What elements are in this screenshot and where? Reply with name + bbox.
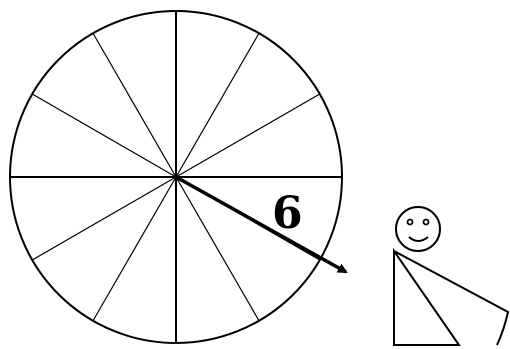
pointer-label: 6: [272, 188, 303, 239]
wheel-spoke: [176, 94, 320, 177]
wheel-spoke: [32, 94, 176, 177]
figure-left-eye: [408, 220, 413, 225]
smiley-stick-figure-icon: [394, 207, 508, 345]
wheel-spoke: [176, 33, 259, 177]
pointer-arrow: [176, 177, 346, 272]
figure-right-eye: [424, 220, 429, 225]
figure-smile: [409, 237, 428, 241]
wheel-spoke: [32, 177, 176, 260]
figure-head: [396, 207, 440, 251]
figure-arm: [394, 251, 508, 345]
wheel-spoke: [93, 177, 176, 321]
wheel-spoke: [93, 33, 176, 177]
figure-body: [394, 251, 459, 345]
